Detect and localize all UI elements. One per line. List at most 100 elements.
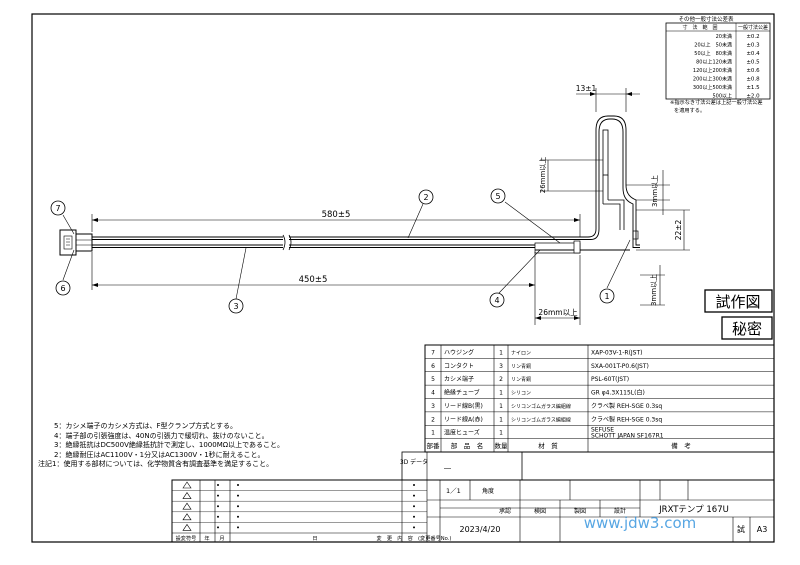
tolerance-table: その他一般寸法公差表 寸 法 範 囲 一般寸法公差 20未満 ±0.2 20以上 5… bbox=[665, 15, 771, 114]
parts-header: 材 質 bbox=[538, 441, 558, 450]
dim-26-bottom: 26mm以上 bbox=[538, 308, 578, 317]
watermark: www.jdw3.com bbox=[584, 514, 697, 532]
approve-label: 承認 bbox=[499, 507, 511, 515]
parts-cell: 2 bbox=[499, 376, 503, 383]
secret-stamp: 秘密 bbox=[721, 316, 773, 340]
parts-header: 部番 bbox=[427, 441, 441, 450]
balloon-label: 2 bbox=[423, 193, 428, 202]
balloon-label: 4 bbox=[494, 296, 499, 305]
note-line: 3：絶縁抵抗はDC500V絶縁抵抗計で測定し、1000MΩ以上であること。 bbox=[54, 441, 285, 449]
parts-cell: 5 bbox=[431, 376, 435, 383]
trial-stamp-text: 試作図 bbox=[715, 293, 760, 311]
balloon-label: 7 bbox=[55, 204, 60, 213]
parts-cell: シリコン bbox=[511, 391, 531, 397]
balloon-4 bbox=[489, 292, 505, 308]
tolerance-value: ±0.8 bbox=[746, 77, 760, 83]
balloon-2 bbox=[418, 189, 434, 205]
dimension-arrows bbox=[92, 92, 632, 320]
parts-cell: リード線A(赤) bbox=[444, 415, 483, 423]
title-block-text: 3D データ ― 1／1 角度 承認 検図 製図 設計 2023/4/20 JR… bbox=[400, 458, 767, 534]
secret-stamp-text: 秘密 bbox=[732, 320, 762, 338]
parts-cell: シリコンゴムガラス編組線 bbox=[511, 403, 571, 410]
balloon-3 bbox=[228, 298, 244, 314]
part-balloons bbox=[62, 201, 631, 300]
revision-dot bbox=[413, 526, 415, 529]
tolerance-value: ±0.4 bbox=[746, 51, 760, 57]
parts-cell: シリコンゴムガラス編組線 bbox=[511, 416, 571, 423]
tolerance-value: ±1.5 bbox=[746, 85, 760, 91]
revision-dot bbox=[217, 515, 219, 518]
revision-dot bbox=[217, 484, 219, 486]
parts-cell: SXA-001T-P0.6(JST) bbox=[591, 363, 649, 370]
parts-cell: 1 bbox=[499, 390, 503, 397]
tolerance-note-2: を適用する。 bbox=[674, 106, 705, 114]
revision-header: 変 更 内 容 (変更番号No.) bbox=[377, 534, 452, 542]
tolerance-col-size: 寸 法 範 囲 bbox=[682, 24, 717, 31]
tolerance-range: 20未満 bbox=[716, 33, 732, 40]
parts-cell: ハウジング bbox=[444, 348, 474, 356]
revision-dot bbox=[217, 505, 219, 508]
parts-cell: SEFUSE bbox=[591, 426, 614, 433]
balloon-label: 6 bbox=[60, 284, 65, 293]
title-block bbox=[171, 451, 775, 543]
parts-cell: コンタクト bbox=[444, 362, 474, 370]
data3d-value: ― bbox=[444, 464, 451, 472]
revision-dot bbox=[413, 494, 415, 497]
parts-cell: PSL-60T(JST) bbox=[591, 376, 629, 383]
parts-cell: 4 bbox=[431, 390, 435, 397]
parts-cell: 1 bbox=[499, 416, 503, 423]
revision-dot bbox=[413, 515, 415, 518]
lead-wires bbox=[92, 115, 640, 254]
tolerance-range: 20以上 50未満 bbox=[694, 42, 732, 49]
parts-cell: クラベ製 REH-SGE 0.3sq bbox=[591, 402, 662, 410]
parts-header: 備 考 bbox=[671, 441, 691, 450]
note-line: 2：絶縁耐圧はAC1100V・1分又はAC1300V・1秒に耐えること。 bbox=[54, 450, 265, 459]
tolerance-range: 80以上120未満 bbox=[696, 59, 732, 66]
revision-dot bbox=[217, 526, 219, 529]
revision-dot bbox=[217, 494, 219, 497]
dim-26-top: 26mm以上 bbox=[538, 157, 547, 194]
tolerance-col-tol: 一般寸法公差 bbox=[738, 24, 768, 31]
dim-22: 22±2 bbox=[674, 219, 683, 240]
note-line: 注記1：使用する部材については、化学物質含有調査基準を満足すること。 bbox=[38, 460, 274, 468]
parts-cell: カシメ端子 bbox=[444, 375, 474, 383]
balloon-label: 5 bbox=[495, 192, 500, 201]
parts-cell: 絶縁チューブ bbox=[444, 389, 480, 397]
parts-cell: 1 bbox=[499, 430, 503, 437]
parts-cell: リン青銅 bbox=[511, 376, 531, 383]
parts-cell: リード線B(黒) bbox=[444, 402, 483, 410]
parts-cell: リン青銅 bbox=[511, 363, 531, 370]
tolerance-value: ±0.2 bbox=[746, 34, 759, 40]
balloon-6 bbox=[55, 280, 71, 296]
parts-header: 数量 bbox=[495, 441, 509, 450]
revision-triangle-icon bbox=[182, 481, 192, 489]
sheet-mark: 試 bbox=[737, 524, 745, 534]
revision-dot bbox=[413, 505, 415, 508]
tolerance-range: 120以上200未満 bbox=[693, 67, 732, 74]
revision-header: 月 bbox=[219, 535, 224, 542]
revision-header: 年 bbox=[204, 534, 209, 542]
dim-13: 13±1 bbox=[576, 84, 597, 93]
dim-580: 580±5 bbox=[322, 210, 351, 220]
note-line: 5：カシメ端子のカシメ方式は、F型クランプ方式とする。 bbox=[54, 422, 238, 430]
parts-cell: 温度ヒューズ bbox=[444, 429, 480, 437]
check-label: 検図 bbox=[534, 507, 546, 515]
parts-cell: 1 bbox=[499, 403, 503, 410]
revision-dot bbox=[237, 494, 239, 497]
tolerance-range: 500以上 bbox=[712, 93, 732, 100]
parts-cell: 3 bbox=[499, 363, 503, 370]
parts-cell: 7 bbox=[431, 349, 435, 356]
part-name: JRXTテンプ 167U bbox=[658, 505, 729, 515]
balloon-label: 1 bbox=[604, 292, 609, 301]
balloon-7 bbox=[50, 200, 66, 216]
insulation-tube bbox=[534, 242, 581, 254]
revision-header: 日 bbox=[312, 535, 317, 542]
tolerance-range: 200以上300未満 bbox=[693, 76, 732, 83]
revision-dot bbox=[237, 526, 239, 529]
tolerance-table-title: その他一般寸法公差表 bbox=[678, 15, 734, 23]
parts-cell: 3 bbox=[431, 403, 435, 410]
design-label: 設計 bbox=[614, 507, 626, 515]
revision-header: 設変符号 bbox=[176, 534, 197, 542]
tolerance-value: ±2.0 bbox=[746, 94, 760, 100]
dimension-lines bbox=[91, 88, 690, 325]
